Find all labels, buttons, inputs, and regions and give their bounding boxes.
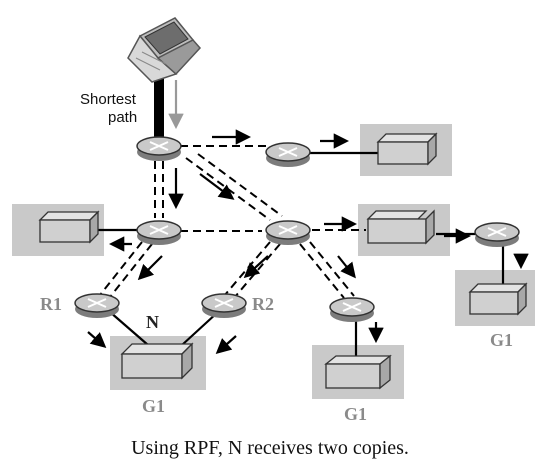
router-icon: [265, 220, 311, 245]
network-n-label: N: [146, 312, 159, 332]
shortest-path-label-1: Shortest: [80, 91, 137, 108]
router-icon: [329, 297, 375, 322]
router-icon: [201, 293, 247, 318]
shortest-path-label-2: path: [108, 109, 137, 126]
lan-box-icon: [366, 209, 435, 245]
router-r1-label: R1: [40, 294, 62, 314]
group-g1-label-right: G1: [490, 330, 513, 350]
group-g1-label-center: G1: [344, 404, 367, 424]
solid-links: [98, 151, 505, 360]
lan-box-icon: [376, 132, 438, 166]
shortest-path-bar: [154, 72, 164, 142]
lan-box-icon: [468, 282, 528, 316]
router-r2-label: R2: [252, 294, 274, 314]
dashed-links: [99, 145, 366, 299]
group-g1-label-n: G1: [142, 396, 165, 416]
router-icon: [74, 293, 120, 318]
router-icon: [136, 220, 182, 245]
router-icon: [474, 222, 520, 247]
router-icon: [136, 136, 182, 161]
lan-box-icon: [324, 354, 392, 390]
figure-caption: Using RPF, N receives two copies.: [131, 437, 409, 459]
flow-arrows: [87, 129, 529, 355]
lan-box-icon: [38, 210, 100, 244]
laptop-icon: [127, 17, 202, 83]
router-icon: [265, 142, 311, 167]
lan-box-icon: [120, 342, 194, 380]
